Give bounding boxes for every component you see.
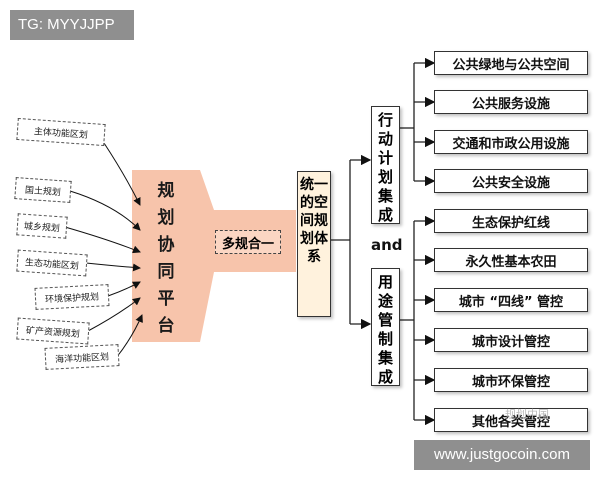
source-box: 环境保护规划 [34,284,110,310]
control-item: 生态保护红线 [434,209,588,233]
action-item: 公共绿地与公共空间 [434,51,588,75]
action-item: 公共安全设施 [434,169,588,193]
bottom-tag: www.justgocoin.com [414,440,590,470]
control-item: 城市环保管控 [434,368,588,392]
action-item: 公共服务设施 [434,90,588,114]
system-box: 统一的空间规划体系 [297,171,331,317]
watermark: 规划中国 [505,408,549,421]
action-item: 交通和市政公用设施 [434,130,588,154]
source-box: 海洋功能区划 [44,344,120,370]
source-box: 城乡规划 [16,213,68,239]
control-group-box: 用途管制集成 [371,268,400,386]
top-tag: TG: MYYJJPP [10,10,134,40]
control-item: 城市 “四线” 管控 [434,288,588,312]
control-item: 永久性基本农田 [434,248,588,272]
control-item: 城市设计管控 [434,328,588,352]
control-item: 其他各类管控 [434,408,588,432]
merge-box: 多规合一 [215,230,281,254]
source-box: 国土规划 [14,177,72,203]
and-label: and [371,236,403,254]
action-group-box: 行动计划集成 [371,106,400,224]
platform-shape [132,170,296,342]
platform-label: 规划协同平台 [157,181,175,336]
